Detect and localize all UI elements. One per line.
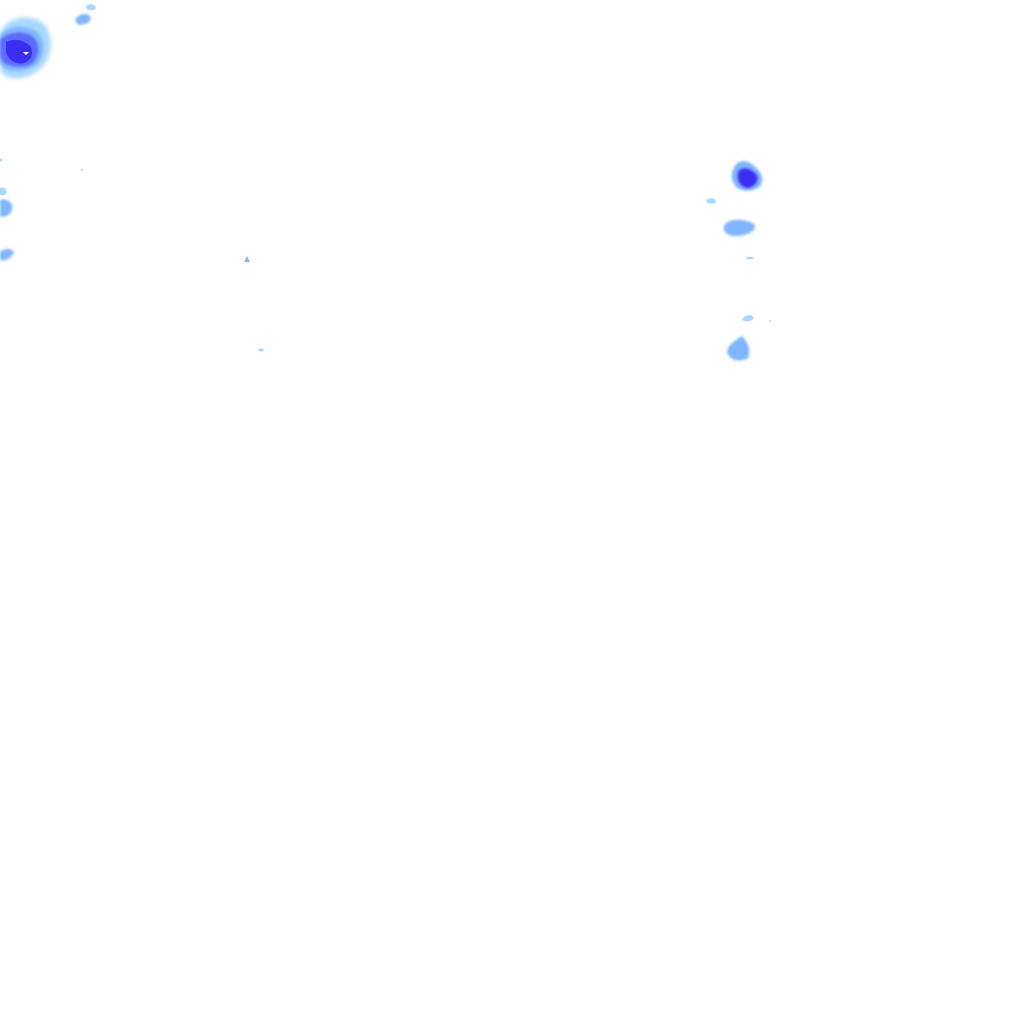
storm-fragments-central — [81, 169, 264, 352]
storm-cell-northwest — [0, 17, 51, 79]
storm-fragments-east — [706, 198, 771, 361]
storm-cell-east — [731, 161, 763, 191]
storm-fragment-north — [75, 4, 96, 25]
storm-fragments-west — [0, 158, 14, 261]
